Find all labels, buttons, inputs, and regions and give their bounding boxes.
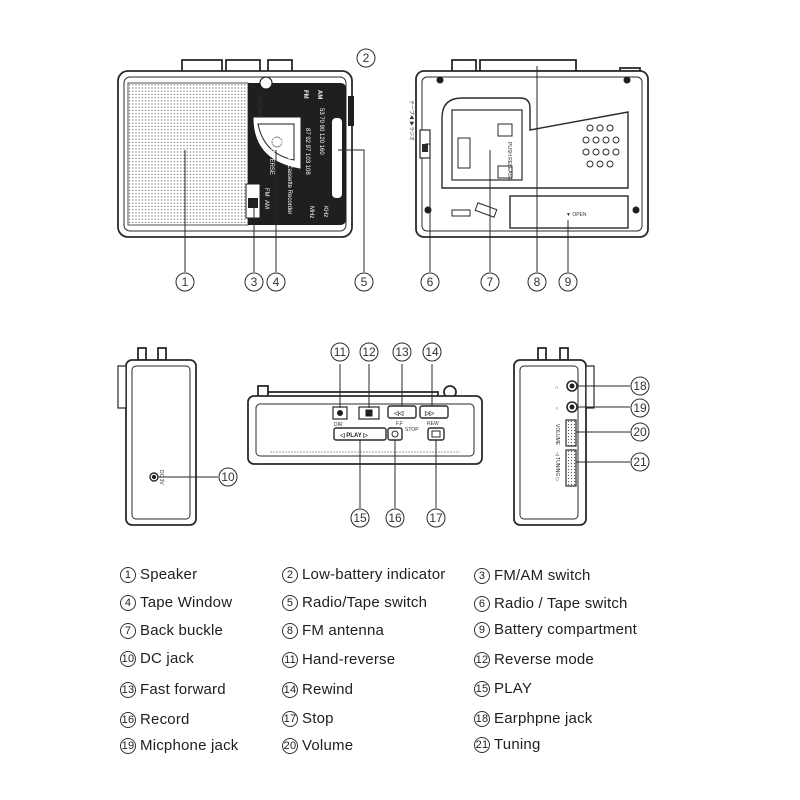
side-switch-text: テープ◀ ▶ラジオ <box>408 100 414 141</box>
callout-14: 14 <box>422 342 442 362</box>
record-button <box>387 427 403 441</box>
open-label: ▼ OPEN <box>566 212 587 218</box>
rewind-button <box>419 405 449 419</box>
callout-21: 21 <box>630 452 650 472</box>
svg-text:FM: FM <box>263 188 269 197</box>
callout-15: 15 <box>350 508 370 528</box>
fm-scale: 87 92 97 103 108 <box>304 128 310 175</box>
callout-markers: 2 1 3 4 5 6 7 8 9 10 11 12 13 14 15 16 1… <box>175 48 650 528</box>
model-line: AM/FM Radio Cassette Recorder <box>286 126 292 214</box>
svg-text:◁◁: ◁◁ <box>393 410 404 417</box>
svg-text:8: 8 <box>534 275 541 289</box>
svg-text:6: 6 <box>427 275 434 289</box>
callout-16: 16 <box>385 508 405 528</box>
stop-label: STOP <box>405 427 419 433</box>
svg-text:7: 7 <box>487 275 494 289</box>
svg-text:∩: ∩ <box>555 385 559 391</box>
callout-19: 19 <box>630 398 650 418</box>
push-release-label: PUSH RELEASE <box>506 142 512 181</box>
svg-text:5: 5 <box>361 275 368 289</box>
svg-text:15: 15 <box>353 511 367 525</box>
callout-11: 11 <box>330 342 350 362</box>
am-scale: 53 70 90 120 160 <box>318 108 324 155</box>
model-name: WM-T9 <box>278 134 284 154</box>
low-battery-indicator <box>259 76 273 90</box>
svg-text:10: 10 <box>221 470 235 484</box>
callout-5: 5 <box>354 272 374 292</box>
dc-label: DC 3V <box>158 470 164 485</box>
front-view: AM 53 70 90 120 160 FM 87 92 97 103 108 … <box>117 59 365 272</box>
svg-text:17: 17 <box>429 511 443 525</box>
tuning-label: ◁ TUNING ▷ <box>554 452 560 482</box>
dir-label: DIR <box>334 422 343 428</box>
callout-10: 10 <box>218 467 238 487</box>
callout-1: 1 <box>175 272 195 292</box>
svg-text:12: 12 <box>362 345 376 359</box>
right-side-view: ∩ ♀ VOLUME ◁ TUNING ▷ <box>513 347 630 526</box>
svg-text:20: 20 <box>633 425 647 439</box>
callout-8: 8 <box>527 272 547 292</box>
svg-text:3: 3 <box>251 275 258 289</box>
svg-text:11: 11 <box>334 345 347 359</box>
tape-window <box>253 117 301 169</box>
volume-label: VOLUME <box>554 424 560 446</box>
radio-tape-switch-side <box>348 96 354 126</box>
back-buckle <box>441 97 629 189</box>
callout-7: 7 <box>480 272 500 292</box>
fm-label: FM <box>302 90 308 99</box>
stop-button <box>427 427 445 441</box>
svg-text:4: 4 <box>273 275 280 289</box>
callout-20: 20 <box>630 422 650 442</box>
am-label: AM <box>316 90 322 99</box>
svg-text:9: 9 <box>565 275 572 289</box>
svg-text:▷▷: ▷▷ <box>424 410 435 417</box>
left-side-view: DC 3V <box>117 347 218 526</box>
svg-text:14: 14 <box>425 345 439 359</box>
svg-text:♀: ♀ <box>555 406 559 412</box>
speaker-grille <box>127 82 249 226</box>
ff-label: F.F <box>396 421 403 427</box>
top-view: DIR ◁◁ F.F ▷▷ REW ◁ PLAY ▷ STOP <box>247 364 483 508</box>
callout-18: 18 <box>630 376 650 396</box>
battery-compartment <box>509 195 629 229</box>
auto-reverse-label: AUTO REVERSE <box>268 128 274 175</box>
svg-text:13: 13 <box>395 345 409 359</box>
callout-9: 9 <box>558 272 578 292</box>
callout-2: 2 <box>356 48 376 68</box>
svg-text:2: 2 <box>363 51 370 65</box>
svg-text:1: 1 <box>182 275 189 289</box>
back-vent-holes <box>582 124 620 168</box>
am-unit: KHz <box>322 206 328 217</box>
volume-wheel <box>565 419 577 447</box>
left-side-body <box>125 359 197 526</box>
low-batt-label: LOW BATT <box>256 93 262 118</box>
callout-4: 4 <box>266 272 286 292</box>
svg-text:16: 16 <box>388 511 402 525</box>
callout-17: 17 <box>426 508 446 528</box>
svg-text:AM: AM <box>263 200 269 209</box>
callout-13: 13 <box>392 342 412 362</box>
back-view: PUSH RELEASE ▼ OPEN テープ◀ ▶ラジオ <box>408 59 649 272</box>
rew-label: REW <box>427 421 439 427</box>
svg-text:19: 19 <box>633 401 647 415</box>
svg-text:18: 18 <box>633 379 647 393</box>
tuning-dial <box>332 118 342 198</box>
play-label: ◁ PLAY ▷ <box>339 432 368 439</box>
callout-12: 12 <box>359 342 379 362</box>
svg-text:21: 21 <box>633 455 647 469</box>
callout-3: 3 <box>244 272 264 292</box>
fm-unit: MHz <box>308 206 314 218</box>
callout-6: 6 <box>420 272 440 292</box>
tuning-wheel <box>565 449 577 487</box>
